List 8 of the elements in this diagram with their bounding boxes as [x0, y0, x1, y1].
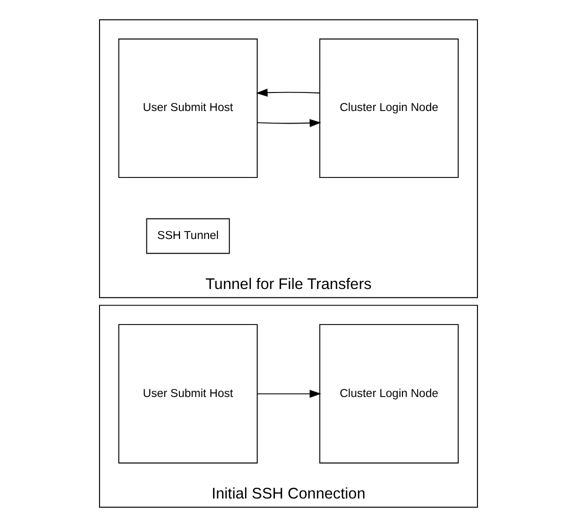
node-box: User Submit Host: [118, 324, 258, 464]
arrow: [256, 119, 321, 128]
node-box: SSH Tunnel: [146, 218, 230, 254]
node-box: Cluster Login Node: [318, 38, 458, 178]
arrow: [256, 88, 320, 97]
node-box: User Submit Host: [118, 38, 258, 178]
node-box: Cluster Login Node: [318, 324, 458, 464]
arrow: [256, 390, 321, 398]
